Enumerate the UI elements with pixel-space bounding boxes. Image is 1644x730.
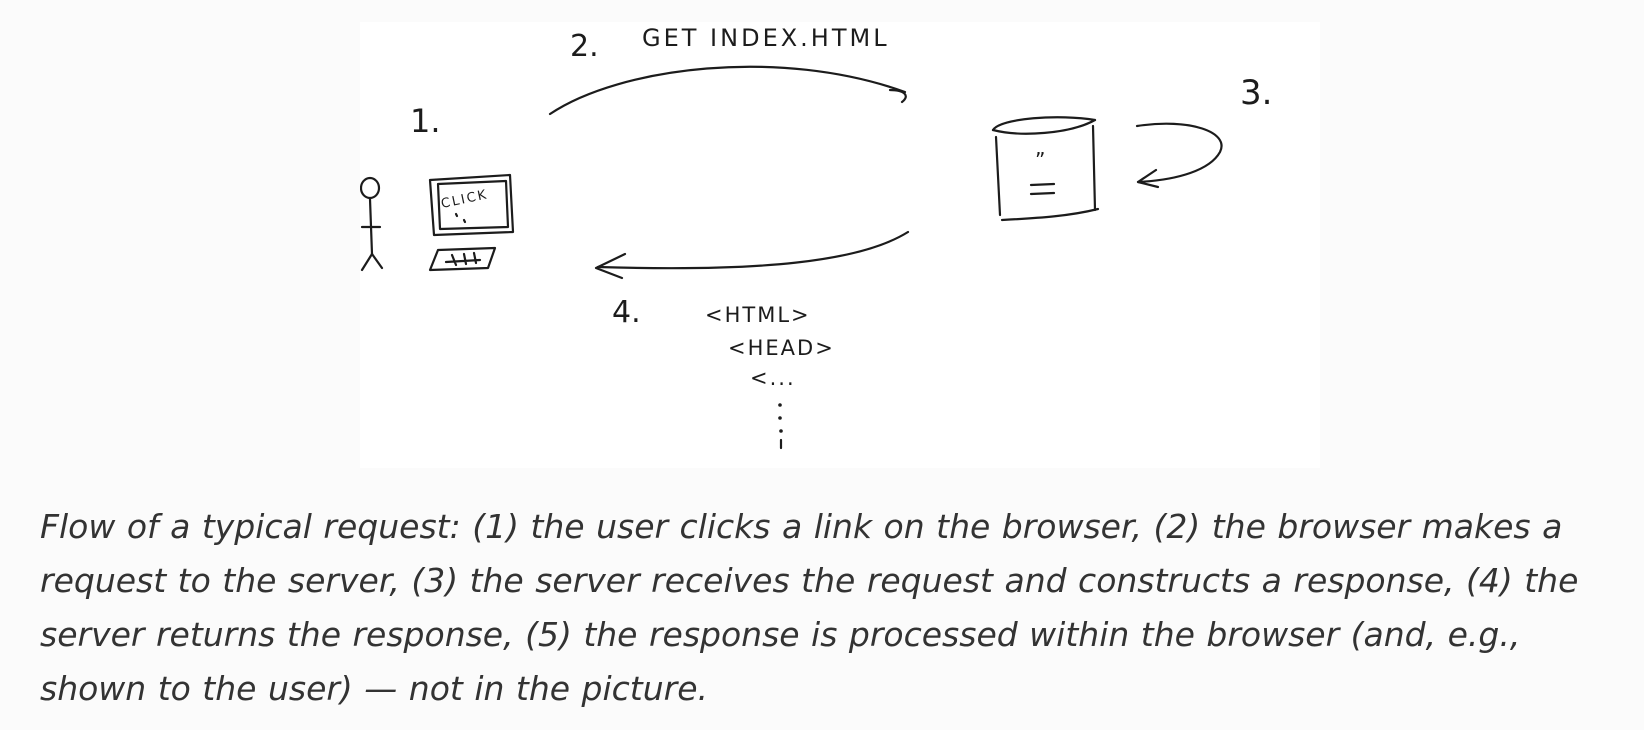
server-glyph: ”	[1035, 148, 1045, 172]
step-1-label: 1.	[410, 102, 441, 140]
step-2-label: 2.	[570, 29, 599, 64]
response-line-1: <HTML>	[705, 303, 811, 327]
request-label: GET INDEX.HTML	[642, 24, 890, 52]
response-line-2: <HEAD>	[728, 336, 835, 360]
response-line-3: <...	[750, 366, 796, 390]
screen-click-label: CLICK	[440, 187, 490, 212]
continuation-dots	[778, 403, 783, 450]
figure-caption: Flow of a typical request: (1) the user …	[40, 507, 1579, 708]
diagram-canvas: 2. GET INDEX.HTML 1. 3. 4. CLICK	[360, 24, 1272, 450]
keyboard-icon	[428, 246, 497, 272]
step-3-label: 3.	[1240, 73, 1272, 113]
processing-loop-arrow	[1135, 122, 1223, 189]
browser-screen-icon: CLICK	[428, 173, 515, 237]
request-flow-diagram: 2. GET INDEX.HTML 1. 3. 4. CLICK	[360, 22, 1320, 468]
step-4-label: 4.	[612, 295, 641, 330]
user-icon	[360, 176, 384, 272]
response-arrow	[594, 230, 910, 280]
request-arrow	[548, 65, 907, 116]
server-icon: ”	[991, 116, 1100, 222]
